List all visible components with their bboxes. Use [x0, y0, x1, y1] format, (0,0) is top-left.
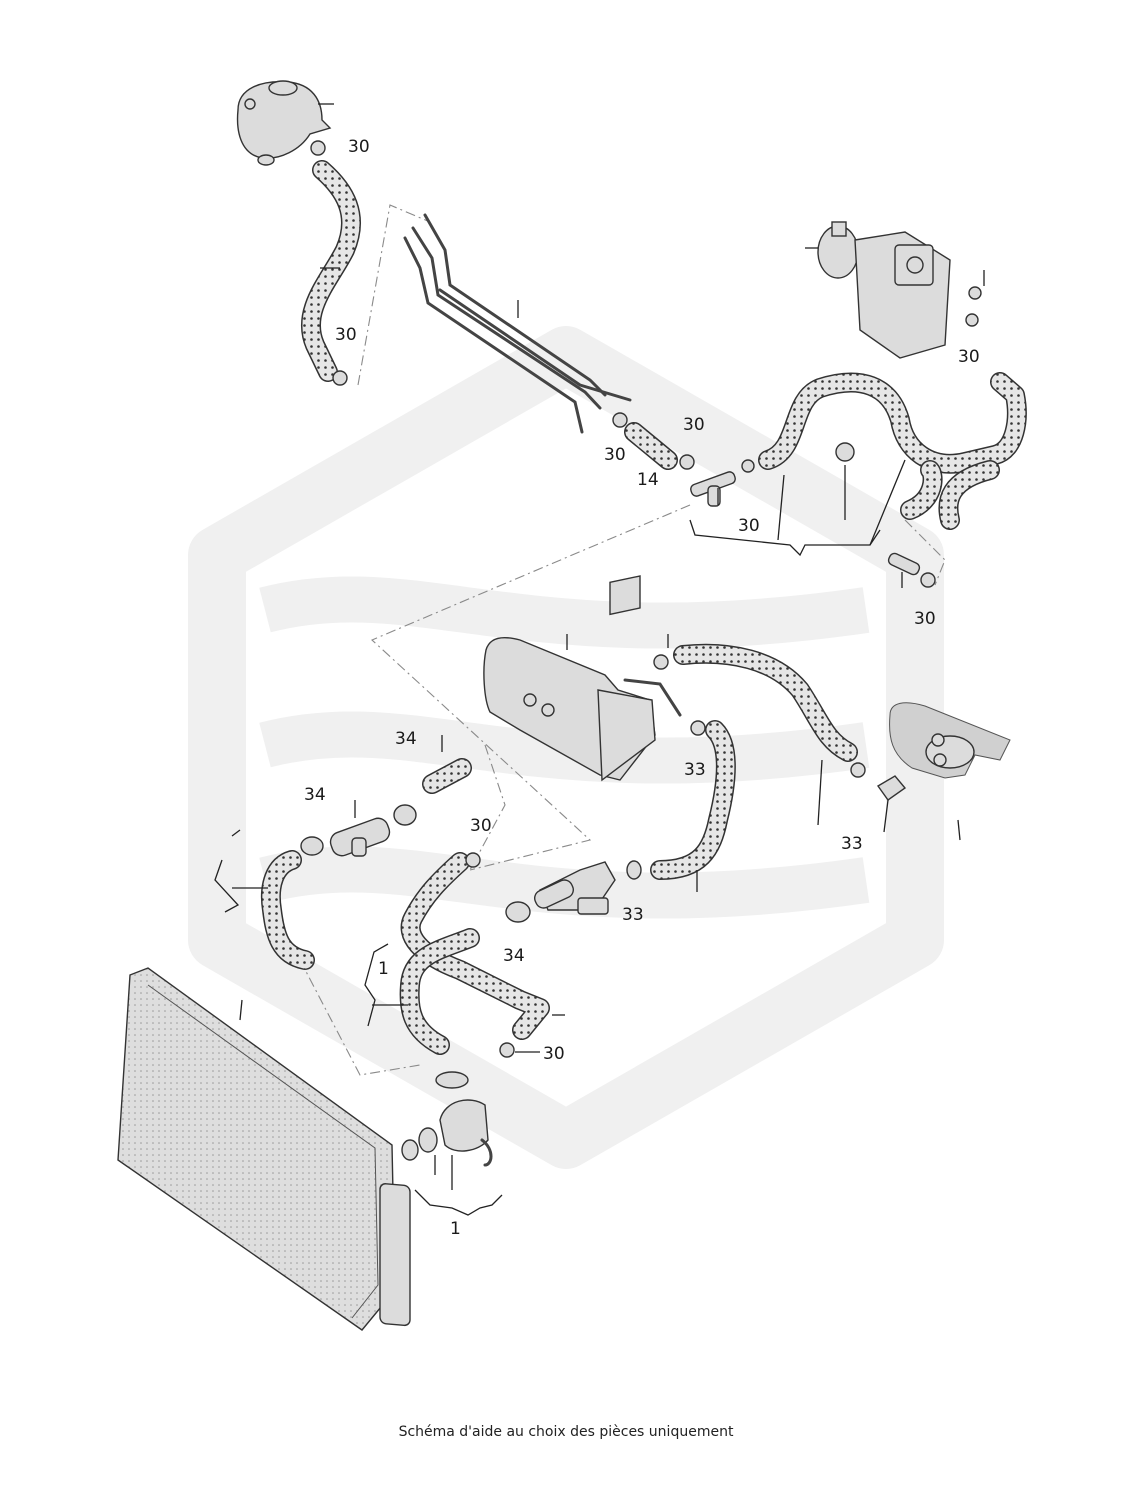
label-pipe-clamp-left: 30 — [604, 445, 626, 465]
middle-large-hose — [399, 928, 480, 1055]
leader-upper-hose — [231, 829, 241, 837]
egr-cooler — [483, 575, 656, 782]
leader-radiator — [239, 999, 243, 1021]
cooler-clamp-icon — [690, 720, 706, 736]
heater-clamp-icon — [653, 654, 669, 670]
tank-clamp-icon — [310, 140, 326, 156]
bracket-lower-flange — [414, 1189, 503, 1216]
label-left-clamp-lower: 34 — [395, 729, 417, 749]
radiator — [117, 967, 419, 1331]
label-flange-clamp: 34 — [503, 946, 525, 966]
label-lower-hose-clamp: 30 — [543, 1044, 565, 1064]
water-tee — [329, 817, 391, 857]
right-connector-clamp-icon — [920, 572, 936, 588]
assembly-lines — [299, 204, 946, 1076]
label-tank-hose-clamp: 30 — [335, 325, 357, 345]
tee-connector — [690, 471, 736, 507]
oil-cooler-pipes — [403, 213, 632, 434]
cooler-pipe — [623, 678, 682, 717]
heater-hose-lower — [650, 720, 736, 880]
tee-clamp-icon — [741, 459, 755, 473]
egr-valve — [817, 221, 951, 359]
heater-hose-upper — [673, 643, 858, 762]
egr-clamp-bottom-icon — [965, 313, 979, 327]
bracket-middle-hose — [364, 943, 389, 1027]
label-hose-group-mid: 1 — [378, 959, 389, 979]
flange-clamp-icon — [505, 901, 531, 923]
left-clamp-upper-icon — [300, 836, 324, 856]
tank-hose — [300, 160, 361, 382]
leader-heater-core — [957, 819, 961, 841]
left-clamp-lower-icon — [393, 804, 417, 826]
egr-bracket-icon — [835, 442, 855, 462]
watermark-logo — [188, 326, 944, 1169]
right-connector — [887, 552, 921, 576]
label-connector-clamp: 30 — [914, 609, 936, 629]
heater-core-clamp-icon — [850, 762, 866, 778]
label-tee-clamp: 30 — [738, 516, 760, 536]
pipe-clamp-left-icon — [612, 412, 628, 428]
part-labels: 30 30 30 30 14 30 30 30 33 33 33 34 34 3… — [304, 137, 980, 1239]
label-left-clamp-upper: 34 — [304, 785, 326, 805]
leader-heater-right — [817, 759, 823, 826]
label-tank-clamp: 30 — [348, 137, 370, 157]
disclaimer-footer: Schéma d'aide au choix des pièces unique… — [398, 1424, 734, 1440]
egr-clamp-top-icon — [968, 286, 982, 300]
egr-hose-assembly — [758, 372, 1027, 530]
upper-left-hose — [260, 850, 315, 970]
tank-hose-clamp-icon — [332, 370, 348, 386]
bracket-upper-hose — [214, 859, 240, 913]
label-egr-clamp: 30 — [958, 347, 980, 367]
flange-connector — [534, 879, 574, 909]
label-hose-14: 14 — [637, 470, 659, 490]
pipe-clamp-right-icon — [679, 454, 695, 470]
expansion-tank — [236, 80, 332, 166]
label-middle-hose-clamp: 30 — [470, 816, 492, 836]
heater-core — [876, 702, 1011, 801]
leader-egr-hose — [777, 474, 785, 541]
middle-small-hose — [400, 852, 550, 1040]
label-heater-clamp: 33 — [841, 834, 863, 854]
lower-hose-clamp-icon — [499, 1042, 515, 1058]
label-pipe-clamp-right: 30 — [683, 415, 705, 435]
lower-flange — [418, 1071, 493, 1167]
leader-elbow — [883, 799, 889, 833]
hose-14 — [624, 422, 678, 470]
label-hose-group-bottom: 1 — [450, 1219, 461, 1239]
label-cooler-clamp: 33 — [684, 760, 706, 780]
label-thermostat-clamp: 33 — [622, 905, 644, 925]
coupling-hose — [422, 758, 472, 794]
middle-hose-clamp-icon — [465, 852, 481, 868]
leader-egr-hose-2 — [869, 459, 906, 546]
